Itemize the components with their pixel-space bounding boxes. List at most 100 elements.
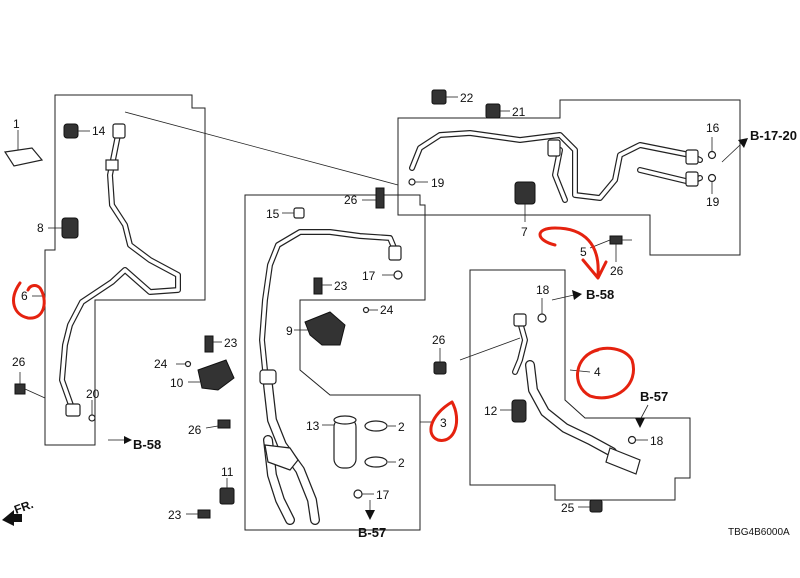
ref-b1720: B-17-20 [750,128,797,143]
label-part-3: 3 [440,416,447,430]
label-part-20: 20 [86,387,100,401]
part-21-clip [485,103,501,119]
left-pipe-end-fitting [65,403,81,417]
label-part-4: 4 [594,365,601,379]
ref-b58-right: B-58 [586,287,614,302]
arrow-b58-right [572,290,582,300]
center-hose-fitting [259,369,277,385]
label-part-6: 6 [21,289,28,303]
arrow-b57-center [365,510,375,520]
part-11-clip [219,487,235,505]
center-pipe-upper [259,229,398,383]
part-26-bolt-upper-right [609,235,623,245]
part-18-oring-lower [627,435,637,445]
label-part-9: 9 [286,324,293,338]
part-19-oring-a [408,178,416,186]
arrow-b57-right [635,418,645,428]
label-part-24-center: 24 [380,303,394,317]
part-8-clip [61,217,79,239]
label-part-23-center: 23 [334,279,348,293]
part-24-clip-center [362,306,370,314]
label-part-18-lower: 18 [650,434,664,448]
label-part-19-a: 19 [431,176,445,190]
front-marker: FR. [12,497,35,517]
label-part-14: 14 [92,124,106,138]
part-25-bracket [589,499,603,513]
center-group-outline [244,194,426,531]
part-12-sensor [511,399,527,423]
part-18-oring-upper [537,313,547,323]
arrow-b58-left [124,436,132,444]
front-arrow-icon [2,510,22,526]
part-13-receiver [333,417,357,469]
part-15-cap [293,207,305,219]
part-20-oring [88,414,96,422]
red-mark-part-3 [429,400,458,442]
label-part-11: 11 [221,465,234,479]
red-mark-part-6 [12,281,46,320]
label-part-19-b: 19 [706,195,720,209]
left-group-outline [44,94,206,446]
label-part-2-lower: 2 [398,456,405,470]
upper-right-group-outline [397,99,741,256]
part-2-ring-lower [364,456,388,468]
part-22-clip [431,89,447,105]
label-part-5: 5 [580,245,587,259]
left-pipe-joint [105,159,119,171]
red-mark-part-4 [576,346,635,400]
label-part-16: 16 [706,121,720,135]
label-part-12: 12 [484,404,498,418]
label-part-21: 21 [512,105,526,119]
label-part-26-upper-right: 26 [610,264,624,278]
part-14-grommet [63,123,79,139]
label-part-26-right: 26 [432,333,446,347]
part-23-bolt-left-center [204,335,214,353]
part-1-pad [3,147,44,167]
part-19-oring-b [707,173,717,183]
label-part-23-bottom: 23 [168,508,182,522]
label-part-22: 22 [460,91,474,105]
label-part-24-left-center: 24 [154,357,168,371]
part-26-bolt-center-top [375,187,385,209]
right-group-outline [469,269,691,501]
part-17-oring-lower [353,489,363,499]
part-26-bolt-right [433,361,447,375]
diagram-code: TBG4B6000A [728,527,790,538]
red-mark-part-5 [538,226,608,280]
part-23-bolt-bottom [197,509,211,519]
part-16-oring [707,150,717,160]
label-part-26-center-top: 26 [344,193,358,207]
part-10-bracket [197,359,235,391]
label-part-13: 13 [306,419,320,433]
upper-pipe-fitting [547,139,561,157]
part-2-ring-upper [364,420,388,432]
label-part-26-left: 26 [12,355,26,369]
label-part-25: 25 [561,501,575,515]
center-hose-joint [264,444,299,471]
part-9-bracket [304,311,346,346]
label-part-10: 10 [170,376,184,390]
ref-b57-center: B-57 [358,525,386,540]
right-hose-fitting [605,447,641,475]
label-part-23-left-center: 23 [224,336,238,350]
part-26-bolt-left-center [217,419,231,429]
part-23-bolt-center [313,277,323,295]
left-pipe-fitting [112,123,126,139]
part-17-oring-upper [393,270,403,280]
part-26-bolt-left [14,383,26,395]
label-part-17-lower: 17 [376,488,390,502]
label-part-15: 15 [266,207,280,221]
ref-b57-right: B-57 [640,389,668,404]
part-24-clip-left-center [184,360,192,368]
label-part-1: 1 [13,117,20,131]
ref-b58-left: B-58 [133,437,161,452]
label-part-2-upper: 2 [398,420,405,434]
part-7-bracket [514,181,536,205]
label-part-7: 7 [521,225,528,239]
arrow-b1720 [738,138,748,148]
label-part-26-left-center: 26 [188,423,202,437]
label-part-18-upper: 18 [536,283,550,297]
label-part-8: 8 [37,221,44,235]
